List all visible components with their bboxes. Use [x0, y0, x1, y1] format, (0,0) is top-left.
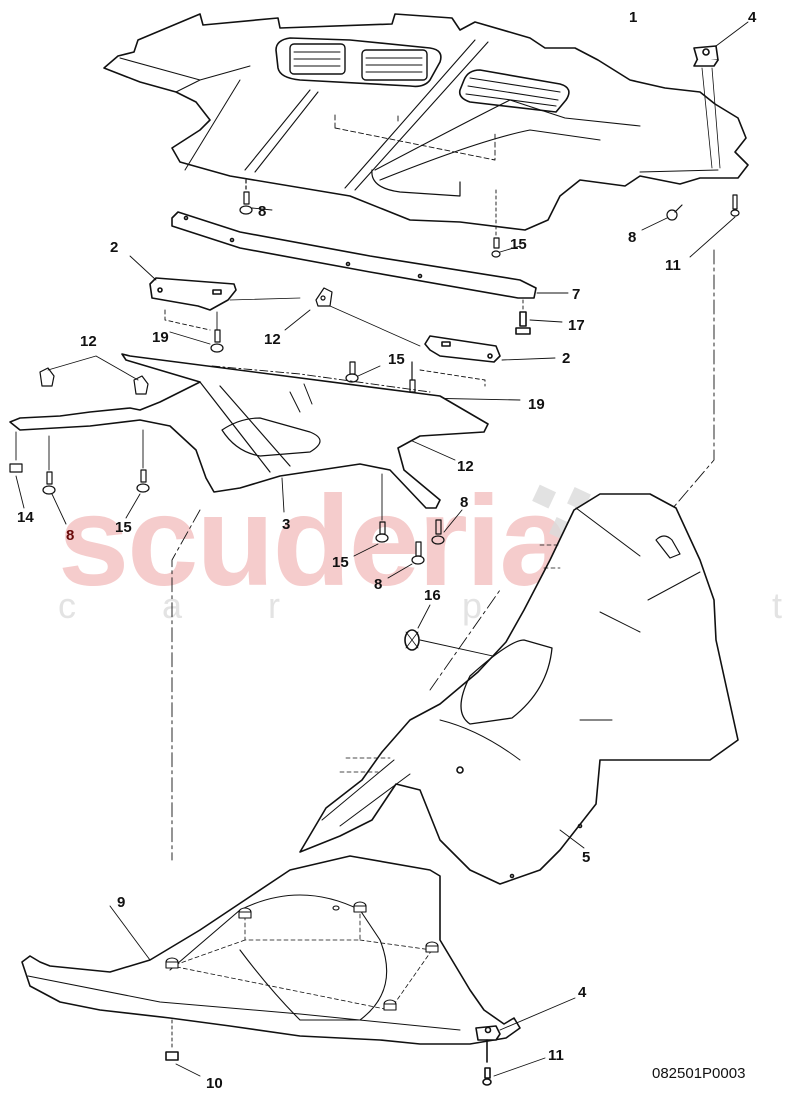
callout-8: 8: [66, 527, 75, 544]
callout-15: 15: [115, 519, 132, 536]
callout-11: 11: [548, 1047, 564, 1064]
fasteners-row-3: [9, 429, 463, 579]
callout-15: 15: [332, 554, 349, 571]
callout-12: 12: [457, 458, 474, 475]
callout-5: 5: [582, 849, 591, 866]
callout-14: 14: [17, 509, 34, 526]
part-2-brackets: [129, 255, 556, 387]
part-5-tunnel-panel: [299, 493, 739, 885]
callout-4: 4: [578, 984, 587, 1001]
callout-8: 8: [374, 576, 383, 593]
callout-8: 8: [258, 203, 267, 220]
part-4-clip-nut-bottom: [475, 997, 576, 1086]
callout-12: 12: [80, 333, 97, 350]
part-1-underbody-panel: [103, 13, 749, 231]
callout-17: 17: [568, 317, 585, 334]
callout-19: 19: [528, 396, 545, 413]
callout-8: 8: [628, 229, 637, 246]
callout-2: 2: [562, 350, 571, 367]
part-9-lower-panel: [21, 855, 521, 1077]
drawing-number: 082501P0003: [652, 1065, 746, 1082]
callout-15: 15: [388, 351, 405, 368]
callout-19: 19: [152, 329, 169, 346]
callout-8: 8: [460, 494, 469, 511]
part-3-subframe: [9, 353, 489, 509]
callout-2: 2: [110, 239, 119, 256]
callout-4: 4: [748, 9, 757, 26]
watermark-brand: scuderia: [58, 470, 570, 613]
callout-12: 12: [264, 331, 281, 348]
callout-10: 10: [206, 1075, 223, 1092]
callout-16: 16: [424, 587, 441, 604]
callout-7: 7: [572, 286, 581, 303]
fasteners-row-1: [239, 179, 740, 258]
callout-1: 1: [629, 9, 638, 26]
part-4-clip-nut-top: [693, 21, 749, 169]
callout-3: 3: [282, 516, 291, 533]
part-7-strip: [171, 211, 569, 335]
callout-11: 11: [665, 257, 681, 274]
callout-9: 9: [117, 894, 126, 911]
callout-15: 15: [510, 236, 527, 253]
